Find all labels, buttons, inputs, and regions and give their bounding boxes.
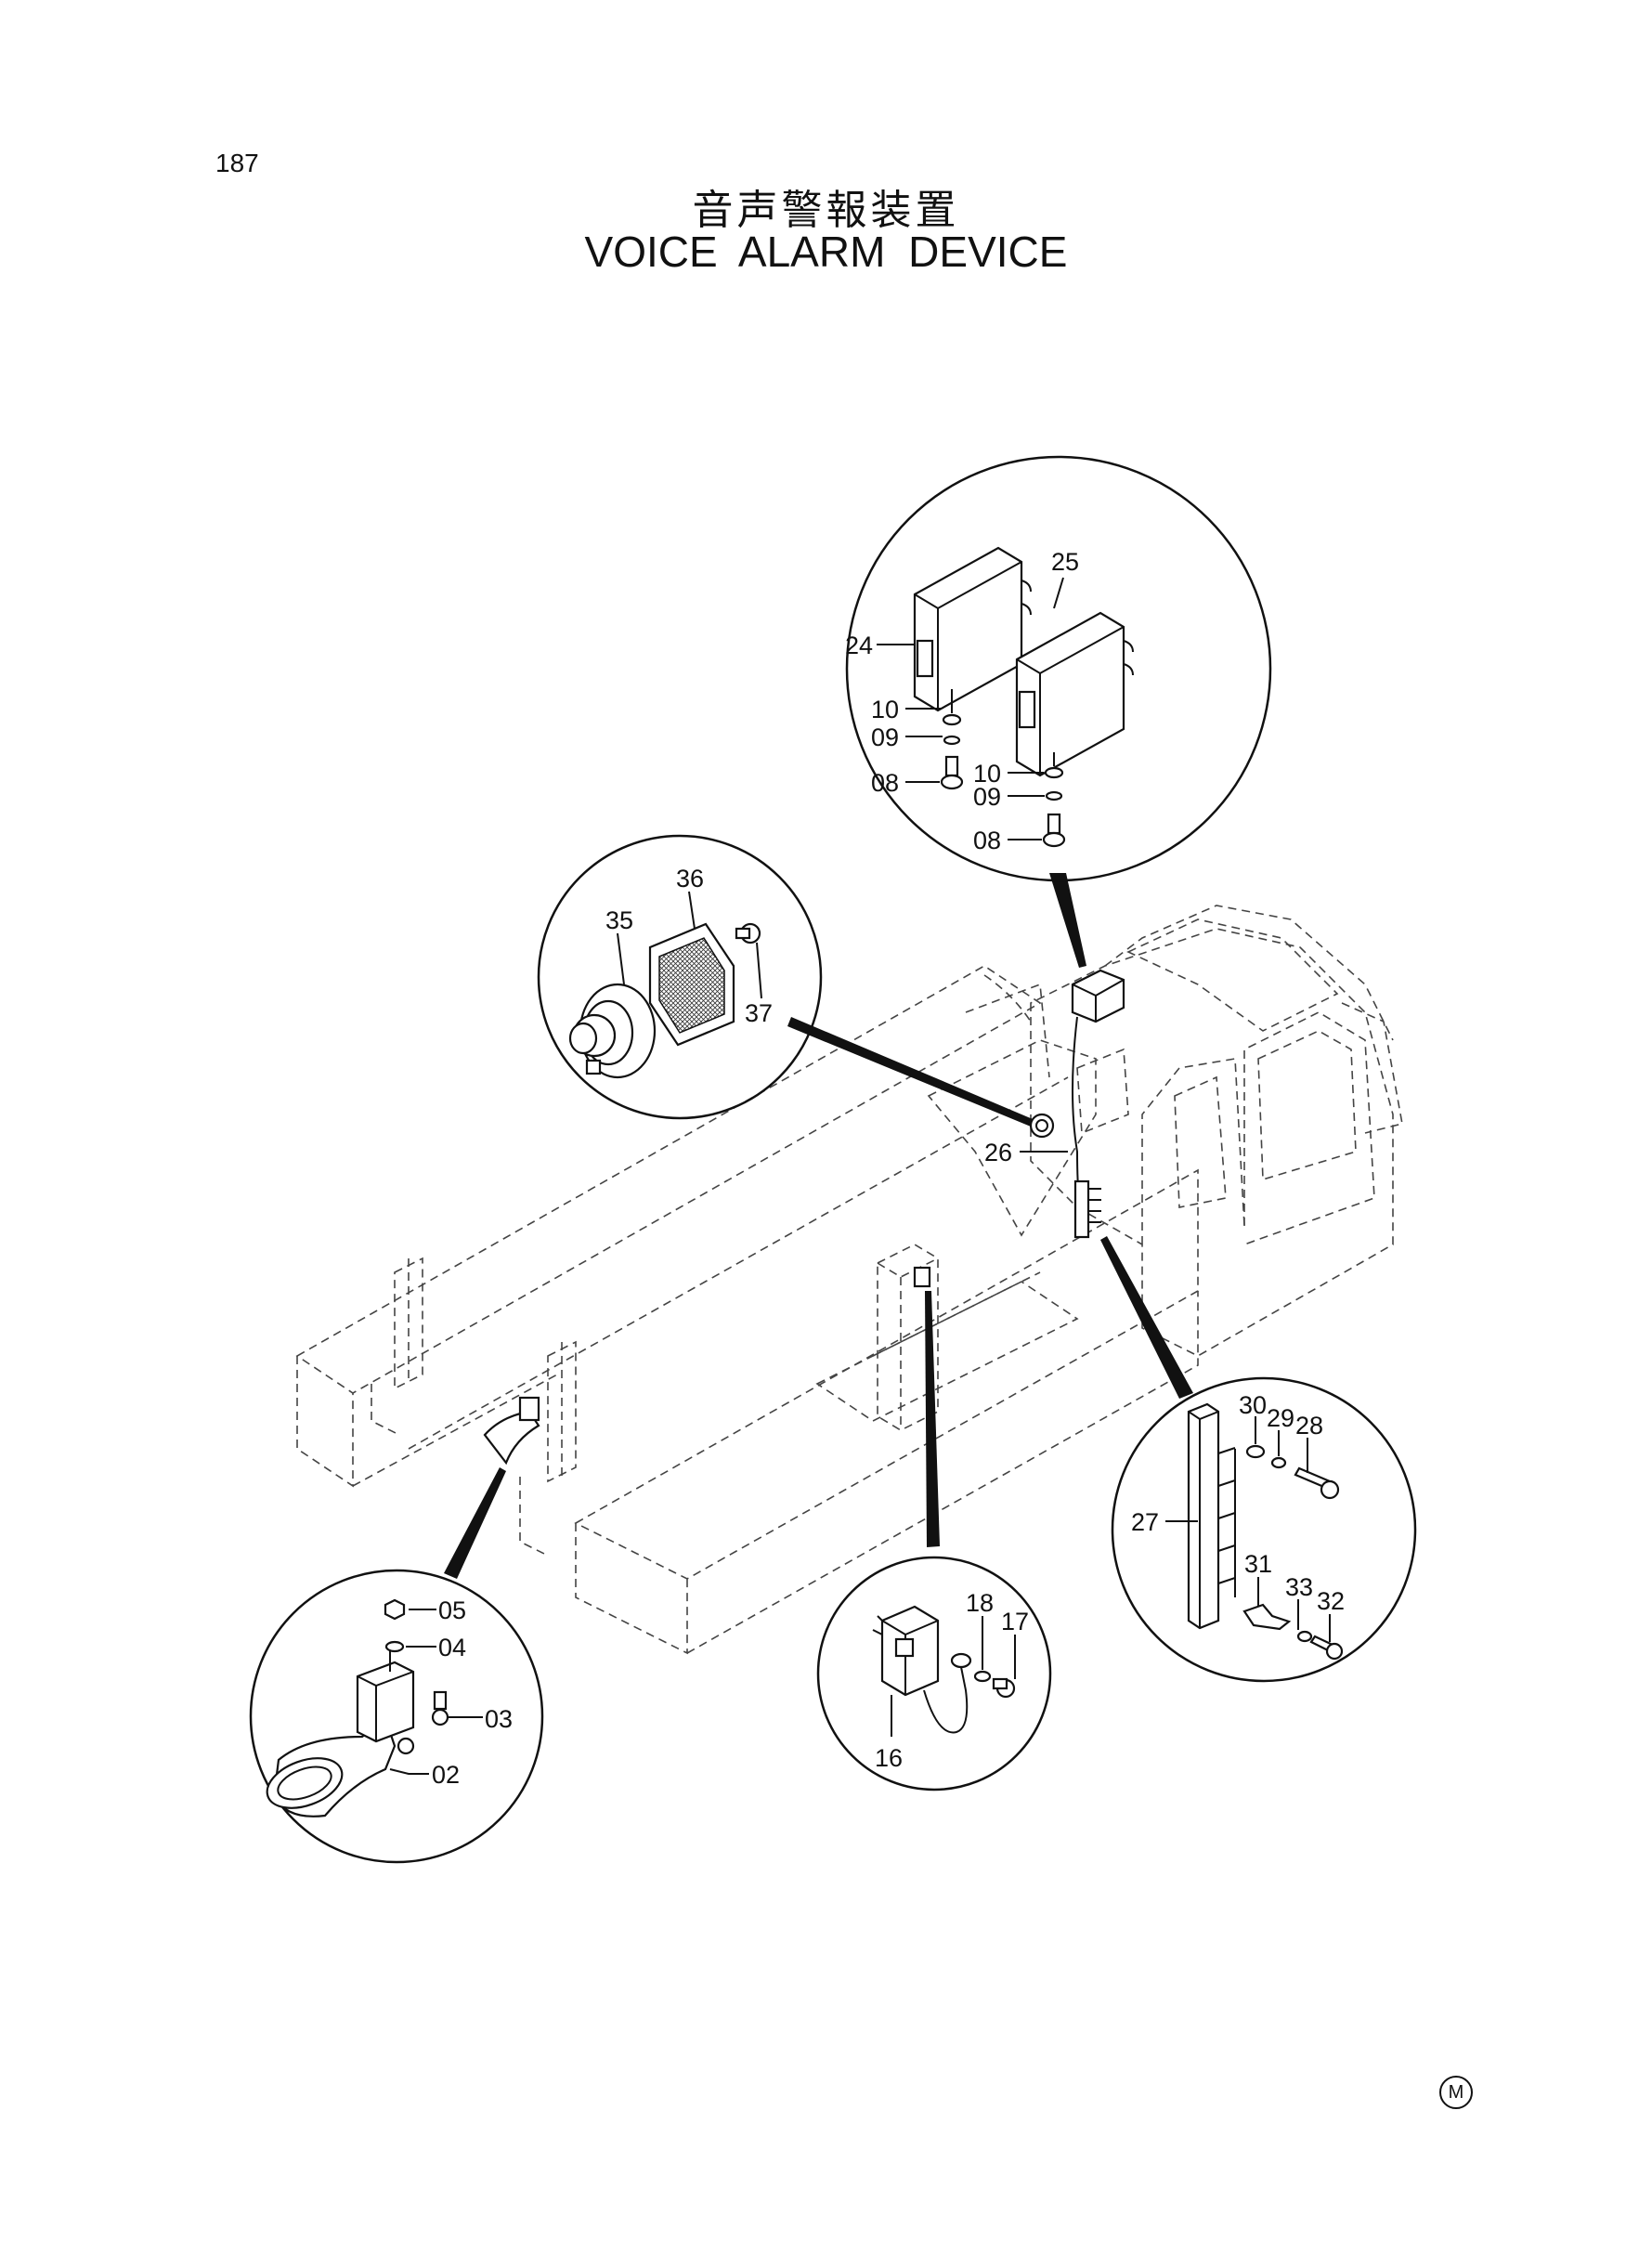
callout-03: 03 bbox=[485, 1705, 513, 1733]
callout-08-left: 08 bbox=[871, 769, 899, 797]
callout-16: 16 bbox=[875, 1744, 903, 1772]
footer-circled-mark: M bbox=[1439, 2076, 1473, 2109]
callout-26-group: 26 bbox=[984, 1139, 1068, 1166]
callout-26: 26 bbox=[984, 1139, 1012, 1166]
detail-circle-controllers: 24 25 10 09 08 10 09 08 bbox=[845, 455, 1272, 882]
detail-circle-relay: 18 17 16 bbox=[816, 1556, 1052, 1791]
callout-10-right: 10 bbox=[973, 760, 1001, 788]
callout-37: 37 bbox=[745, 999, 773, 1027]
detail-circle-horn: 05 04 03 02 bbox=[249, 1569, 544, 1864]
callout-33: 33 bbox=[1285, 1573, 1313, 1601]
callout-30: 30 bbox=[1239, 1391, 1267, 1419]
callout-04: 04 bbox=[438, 1634, 466, 1661]
title-japanese: 音声警報装置 bbox=[692, 187, 960, 234]
callout-28: 28 bbox=[1295, 1412, 1323, 1440]
title-english: VOICE ALARM DEVICE bbox=[584, 228, 1068, 276]
callout-09-right: 09 bbox=[973, 783, 1001, 811]
callout-29: 29 bbox=[1267, 1404, 1294, 1432]
callout-18: 18 bbox=[966, 1589, 994, 1617]
callout-36: 36 bbox=[676, 865, 704, 892]
callout-25: 25 bbox=[1051, 548, 1079, 576]
callout-02: 02 bbox=[432, 1761, 460, 1789]
callout-10-left: 10 bbox=[871, 696, 899, 723]
callout-24: 24 bbox=[845, 632, 873, 659]
callout-08-right: 08 bbox=[973, 827, 1001, 854]
detail-leaders bbox=[444, 873, 1193, 1579]
callout-35: 35 bbox=[605, 906, 633, 934]
detail-circle-bracket: 30 29 28 27 31 33 32 bbox=[1111, 1376, 1417, 1683]
callout-05: 05 bbox=[438, 1596, 466, 1624]
detail-circle-speaker: 35 36 37 bbox=[537, 834, 823, 1120]
excavator-upper-structure bbox=[295, 905, 1403, 1655]
callout-17: 17 bbox=[1001, 1608, 1029, 1635]
callout-09-left: 09 bbox=[871, 723, 899, 751]
callout-32: 32 bbox=[1317, 1587, 1345, 1615]
callout-27: 27 bbox=[1131, 1508, 1159, 1536]
callout-31: 31 bbox=[1244, 1550, 1272, 1578]
page-number: 187 bbox=[215, 149, 259, 177]
